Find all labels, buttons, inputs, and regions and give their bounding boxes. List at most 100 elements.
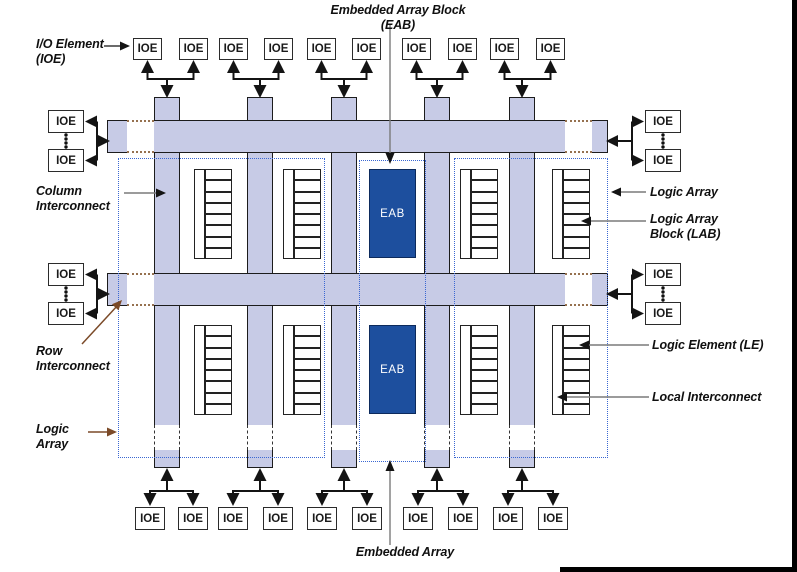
row-interconnect-gap	[565, 273, 592, 306]
page-edge-bottom	[560, 567, 797, 572]
logic-element-cell	[294, 191, 321, 203]
ioe-box: IOE	[402, 38, 431, 60]
ioe-box: IOE	[133, 38, 162, 60]
logic-element-cell	[563, 191, 590, 203]
logic-element-cell	[205, 247, 232, 259]
logic-element-cell	[563, 169, 590, 181]
logic-element-cell	[294, 358, 321, 370]
ioe-box: IOE	[352, 38, 381, 60]
logic-element-cell	[563, 403, 590, 415]
column-interconnect-gap	[154, 425, 180, 450]
logic-element-cell	[471, 247, 498, 259]
ioe-box: IOE	[179, 38, 208, 60]
logic-element-cell	[294, 370, 321, 382]
logic-element-cell	[205, 191, 232, 203]
logic-element-cell	[205, 370, 232, 382]
label-logic-array-right: Logic Array	[650, 185, 718, 199]
logic-element-cell	[471, 403, 498, 415]
logic-element-cell	[205, 392, 232, 404]
label-row-interconnect: Row Interconnect	[36, 344, 110, 373]
logic-element-cell	[471, 336, 498, 348]
logic-element-cell	[294, 392, 321, 404]
logic-element-cell	[294, 403, 321, 415]
ioe-box: IOE	[263, 507, 293, 530]
logic-array-outline	[454, 158, 608, 458]
logic-element-cell	[471, 225, 498, 237]
local-interconnect-strip	[460, 325, 471, 415]
ioe-box: IOE	[645, 149, 681, 172]
ioe-box: IOE	[490, 38, 519, 60]
local-interconnect-strip	[552, 325, 563, 415]
lab-block	[283, 325, 321, 415]
logic-element-cell	[205, 347, 232, 359]
logic-element-cell	[563, 325, 590, 337]
label-logic-array-left: Logic Array	[36, 422, 69, 451]
ioe-box: IOE	[538, 507, 568, 530]
logic-element-cell	[471, 214, 498, 226]
lab-block	[194, 169, 232, 259]
eab-block: EAB	[369, 169, 416, 258]
lab-block	[460, 169, 498, 259]
logic-element-cell	[294, 381, 321, 393]
logic-element-cell	[471, 347, 498, 359]
logic-element-cell	[563, 247, 590, 259]
local-interconnect-strip	[194, 325, 205, 415]
row-interconnect-bar	[107, 273, 608, 306]
logic-element-cell	[205, 169, 232, 181]
column-interconnect-gap	[247, 425, 273, 450]
logic-element-cell	[205, 202, 232, 214]
label-logic-element: Logic Element (LE)	[652, 338, 764, 352]
ioe-box: IOE	[307, 507, 337, 530]
logic-element-cell	[294, 180, 321, 192]
logic-element-cell	[205, 325, 232, 337]
logic-element-cell	[563, 370, 590, 382]
local-interconnect-strip	[283, 169, 294, 259]
logic-element-cell	[563, 225, 590, 237]
local-interconnect-strip	[194, 169, 205, 259]
logic-element-cell	[294, 347, 321, 359]
lab-block	[552, 325, 590, 415]
ioe-box: IOE	[48, 110, 84, 133]
logic-element-cell	[294, 214, 321, 226]
local-interconnect-strip	[283, 325, 294, 415]
logic-element-cell	[294, 336, 321, 348]
logic-element-cell	[471, 370, 498, 382]
logic-element-cell	[205, 236, 232, 248]
column-interconnect-gap	[331, 425, 357, 450]
logic-element-cell	[563, 381, 590, 393]
logic-element-cell	[471, 325, 498, 337]
lab-block	[283, 169, 321, 259]
column-interconnect-gap	[424, 425, 450, 450]
logic-element-cell	[294, 202, 321, 214]
logic-element-cell	[294, 236, 321, 248]
logic-element-cell	[563, 180, 590, 192]
logic-element-cell	[294, 169, 321, 181]
logic-element-cell	[205, 403, 232, 415]
ioe-box: IOE	[645, 110, 681, 133]
label-embedded-array: Embedded Array	[355, 545, 455, 559]
ioe-box: IOE	[448, 507, 478, 530]
ioe-box: IOE	[178, 507, 208, 530]
row-interconnect-gap	[565, 120, 592, 153]
local-interconnect-strip	[552, 169, 563, 259]
logic-element-cell	[205, 358, 232, 370]
label-io-element: I/O Element (IOE)	[36, 37, 104, 66]
local-interconnect-strip	[460, 169, 471, 259]
logic-element-cell	[563, 214, 590, 226]
logic-element-cell	[563, 358, 590, 370]
ioe-box: IOE	[307, 38, 336, 60]
logic-element-cell	[205, 381, 232, 393]
label-embedded-array-block: Embedded Array Block (EAB)	[330, 3, 466, 32]
lab-block	[460, 325, 498, 415]
ioe-box: IOE	[403, 507, 433, 530]
logic-element-cell	[471, 180, 498, 192]
ioe-box: IOE	[48, 149, 84, 172]
row-interconnect-bar	[107, 120, 608, 153]
ioe-box: IOE	[135, 507, 165, 530]
logic-element-cell	[205, 180, 232, 192]
ioe-box: IOE	[645, 302, 681, 325]
ioe-box: IOE	[48, 263, 84, 286]
ioe-box: IOE	[645, 263, 681, 286]
